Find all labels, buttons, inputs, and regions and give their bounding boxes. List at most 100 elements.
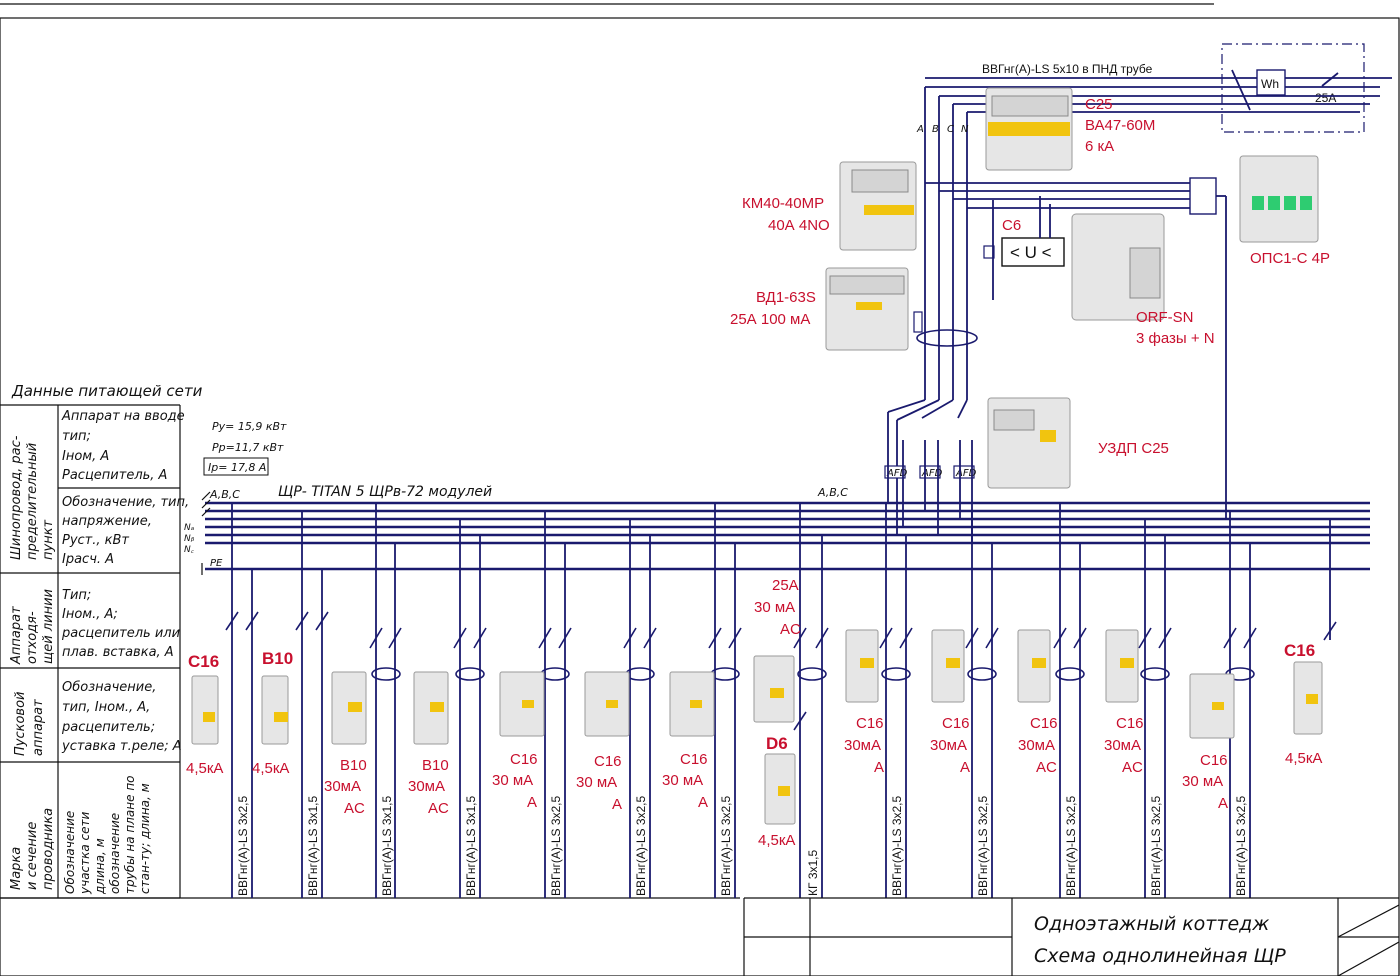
afd-2: AFD [921,468,943,479]
f5-label-2: 30 мА [492,772,533,789]
f4-label-2: 30мА [408,778,445,795]
svg-text:стан-ту; длина, м: стан-ту; длина, м [138,783,152,894]
f1-ka: 4,5кА [186,760,223,777]
row-cell-cable: Обозначение участка сети длина, м обозна… [63,775,152,895]
f12-label-2: 30мА [1104,737,1141,754]
f6-label-2: 30 мА [576,774,617,791]
svg-text:расцепитель;: расцепитель; [61,720,155,735]
f10-label-2: 30мА [930,737,967,754]
row-cell-input: Аппарат на вводе тип; Iном, А Расцепител… [61,409,185,483]
f1-label: C16 [188,652,219,671]
supply-breaker-contact [1321,72,1339,87]
cable-labels: ВВГнг(A)-LS 3х2,5 ВВГнг(A)-LS 3х1,5 ВВГн… [236,795,1248,896]
phase-b: B [932,124,939,135]
row-cell-starter: Обозначение, тип, Iном., А, расцепитель;… [61,680,182,754]
svg-text:участка сети: участка сети [78,811,92,895]
svg-text:Аппарат на вводе: Аппарат на вводе [61,409,185,424]
svg-text:Iном., А;: Iном., А; [62,607,118,622]
f7-label-2: 30 мА [662,772,703,789]
f12-label-1: C16 [1116,715,1144,732]
svg-text:Ру= 15,9 кВт: Ру= 15,9 кВт [212,420,287,433]
row-title-busbar: Шинопровод, рас- пределительный пункт [9,435,56,560]
relay-label-2: 3 фазы + N [1136,330,1215,347]
contactor-label-1: КМ40-40МР [742,195,824,212]
rcd-image [825,267,909,351]
f6-cable: ВВГнг(A)-LS 3х2,5 [634,795,648,896]
relay-breaker-label: C6 [1002,217,1021,234]
f5-cable: ВВГнг(A)-LS 3х2,5 [549,795,563,896]
stamp-line-1: Одноэтажный коттедж [1034,913,1269,935]
f11-cable: ВВГнг(A)-LS 3х2,5 [1064,795,1078,896]
surge-wires [925,177,1227,520]
voltage-relay-text: < U < [1010,243,1052,262]
afd-3: AFD [955,468,977,479]
f2-ka: 4,5кА [252,760,289,777]
f13-label-2: 30 мА [1182,773,1223,790]
f1-cable: ВВГнг(A)-LS 3х2,5 [236,795,250,896]
voltage-relay-symbol [1001,237,1065,267]
f10-label-1: C16 [942,715,970,732]
f9-label-3: A [874,759,884,776]
svg-text:пункт: пункт [41,519,56,560]
svg-text:аппарат: аппарат [31,699,46,756]
f4-cable: ВВГнг(A)-LS 3х1,5 [464,795,478,896]
phase-n: N [961,124,969,135]
uzdp-image [987,397,1071,489]
bus-pe: PE [210,558,223,569]
main-breaker-label-3: 6 кА [1085,138,1114,155]
surge-image [1239,155,1319,243]
f10-cable: ВВГнг(A)-LS 3х2,5 [976,795,990,896]
afd-1: AFD [886,468,908,479]
f7-label-1: C16 [680,751,708,768]
left-table-grid [0,404,740,899]
f7-cable: ВВГнг(A)-LS 3х2,5 [719,795,733,896]
f10-label-3: A [960,759,970,776]
relay-image [1071,213,1165,321]
row-title-cable: Марка и сечение проводника [9,808,56,890]
main-breaker-image [985,87,1073,171]
svg-text:Обозначение,: Обозначение, [62,680,156,695]
row-title-starter: Пусковой аппарат [13,692,46,757]
f8-breaker: D6 [766,734,788,753]
svg-text:Обозначение: Обозначение [63,811,77,894]
f2-cable: ВВГнг(A)-LS 3х1,5 [306,795,320,896]
svg-text:тип, Iном., А,: тип, Iном., А, [62,700,150,715]
bus-nb: Nᵦ [184,534,195,544]
svg-text:плав. вставка, А: плав. вставка, А [62,645,174,660]
svg-text:Iном, А: Iном, А [62,449,109,464]
f13-label-1: C16 [1200,752,1228,769]
f4-label-3: AC [428,800,449,817]
rcd-label-1: ВД1-63S [756,289,816,306]
row-title-outgoing: Аппарат отходя- щей линии [9,589,56,665]
f5-label-1: C16 [510,751,538,768]
svg-text:тип;: тип; [62,429,91,444]
meter-label: Wh [1261,77,1279,91]
f9-label-1: C16 [856,715,884,732]
title-stamp [743,897,1400,976]
busbars [201,491,1370,575]
relay-label-1: ORF-SN [1136,309,1194,326]
contactor-image [839,161,917,251]
surge-label: ОПС1-С 4Р [1250,250,1330,267]
f7-label-3: A [698,794,708,811]
energy-meter [1256,69,1286,96]
svg-text:Пусковой: Пусковой [13,692,28,757]
svg-text:Обозначение, тип,: Обозначение, тип, [62,495,189,510]
svg-text:Марка: Марка [9,847,24,890]
f11-label-2: 30мА [1018,737,1055,754]
phase-a: A [916,124,924,135]
f8-rcd-1: 25А [772,577,799,594]
svg-text:трубы на плане по: трубы на плане по [123,775,137,894]
svg-text:Аппарат: Аппарат [9,606,24,665]
svg-text:Шинопровод, рас-: Шинопровод, рас- [9,435,24,560]
f14-ka: 4,5кА [1285,750,1322,767]
rcd-toroid [916,329,978,347]
svg-text:расцепитель или: расцепитель или [61,626,180,641]
row-cell-outgoing: Тип; Iном., А; расцепитель или плав. вст… [61,588,180,660]
svg-text:и сечение: и сечение [25,822,40,890]
board-abc: A,B,C [209,488,240,501]
f14-label: C16 [1284,641,1315,660]
svg-text:Расцепитель, А: Расцепитель, А [62,468,167,483]
feeder-device-images [191,629,1323,825]
uzdp-label: УЗДП С25 [1098,440,1169,457]
